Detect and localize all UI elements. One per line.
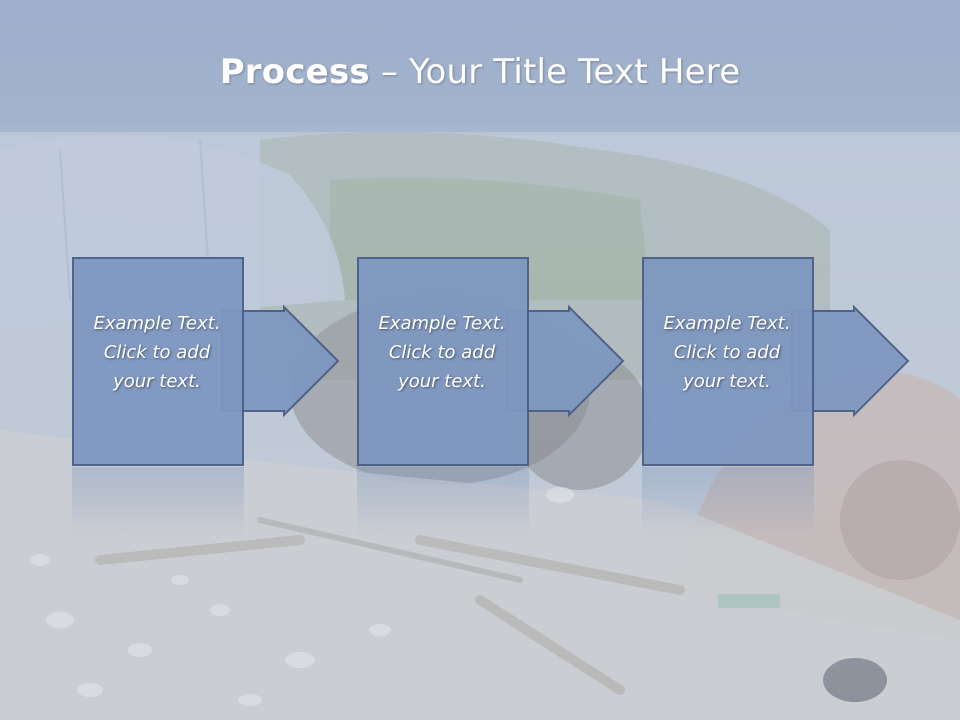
text-box-shape <box>642 257 814 466</box>
step-text-line: Click to add <box>103 342 211 363</box>
text-box-shape <box>72 257 244 466</box>
process-step-1[interactable]: Example Text. Click to add your text. <box>72 257 412 467</box>
step-1-text[interactable]: Example Text. Click to add your text. <box>72 309 242 396</box>
step-3-shape <box>642 257 910 466</box>
step-2-text[interactable]: Example Text. Click to add your text. <box>357 309 527 396</box>
step-text-line: Click to add <box>673 342 781 363</box>
slide-title[interactable]: Process – Your Title Text Here <box>0 52 960 92</box>
step-3-text[interactable]: Example Text. Click to add your text. <box>642 309 812 396</box>
title-rest-text: – Your Title Text Here <box>369 52 741 92</box>
step-text-line: your text. <box>683 371 771 392</box>
step-text-line: Example Text. <box>93 313 221 334</box>
text-box-shape <box>357 257 529 466</box>
step-1-reflection <box>72 467 244 537</box>
step-1-shape <box>72 257 340 466</box>
step-3-reflection <box>642 467 814 537</box>
step-2-shape <box>357 257 625 466</box>
step-text-line: Click to add <box>388 342 496 363</box>
step-2-reflection <box>357 467 529 537</box>
step-text-line: Example Text. <box>663 313 791 334</box>
step-text-line: your text. <box>113 371 201 392</box>
process-step-3[interactable]: Example Text. Click to add your text. <box>642 257 960 467</box>
step-text-line: Example Text. <box>378 313 506 334</box>
process-step-2[interactable]: Example Text. Click to add your text. <box>357 257 697 467</box>
step-text-line: your text. <box>398 371 486 392</box>
title-bold-text: Process <box>219 52 370 92</box>
